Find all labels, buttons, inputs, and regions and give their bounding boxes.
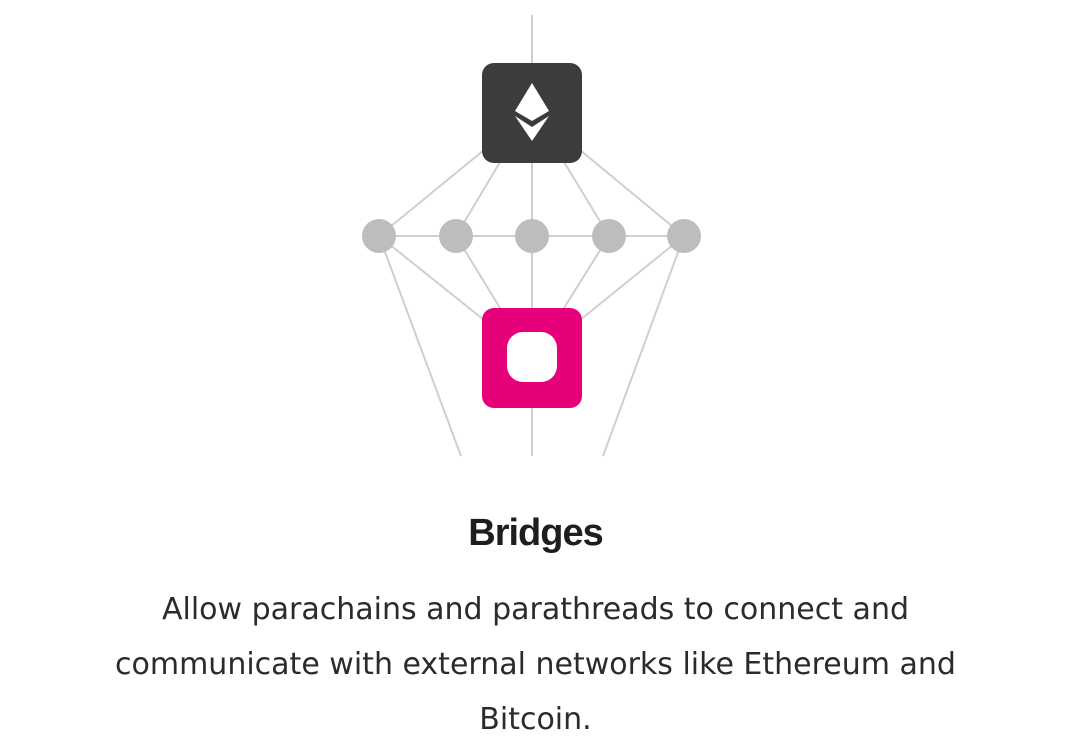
network-dot-5	[667, 219, 701, 253]
section-title: Bridges	[468, 512, 603, 554]
edge-dot1-bottom	[378, 235, 485, 321]
polkadot-node	[482, 308, 582, 408]
network-dot-4	[592, 219, 626, 253]
edge-dot5-bottom	[579, 235, 685, 321]
bridge-network-diagram	[362, 15, 701, 457]
edge-leg-left	[378, 235, 462, 457]
ethereum-node	[482, 63, 582, 163]
network-dots	[362, 219, 701, 253]
polkadot-icon	[507, 332, 557, 382]
ethereum-icon	[515, 83, 549, 141]
network-dot-1	[362, 219, 396, 253]
edge-top-dot5	[579, 149, 685, 237]
edge-top-dot1	[378, 149, 485, 237]
network-dot-2	[439, 219, 473, 253]
network-dot-3	[515, 219, 549, 253]
section-description: Allow parachains and parathreads to conn…	[115, 592, 956, 737]
edge-leg-right	[602, 235, 685, 457]
